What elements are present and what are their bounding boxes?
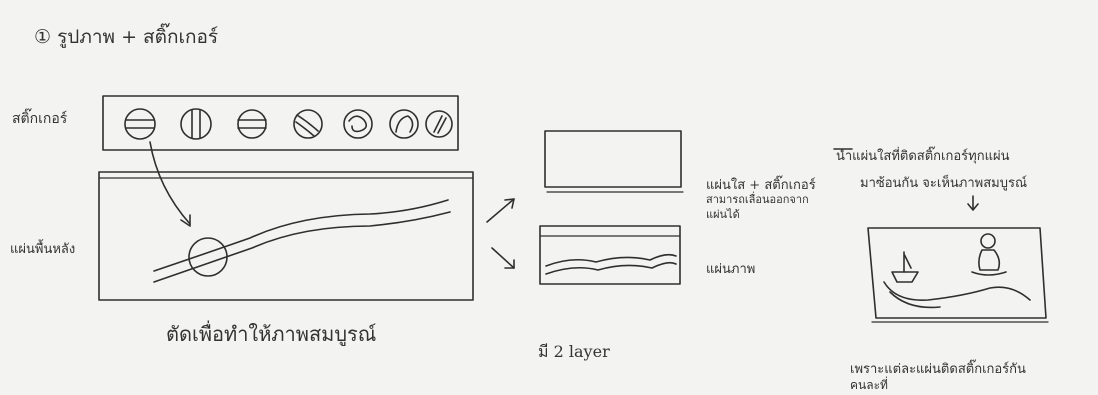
picture-sheet-label: แผ่นภาพ [706, 258, 755, 279]
figure-base [972, 272, 1006, 275]
clear-sheet-note-2: แผ่นได้ [706, 205, 740, 223]
sticker-6 [390, 110, 418, 138]
page-title: ① รูปภาพ + สติ๊กเกอร์ [34, 22, 218, 52]
figure-body [979, 250, 999, 270]
sticker-2 [181, 109, 211, 139]
boat-mast [904, 252, 911, 272]
sticker-row-label: สติ๊กเกอร์ [12, 108, 67, 130]
stack-note-1: นำแผ่นใสที่ติดสติ๊กเกอร์ทุกแผ่น [836, 145, 1009, 166]
boat-hull [892, 272, 918, 282]
sticker-5 [344, 110, 372, 138]
sticker-7 [426, 111, 452, 137]
sticker-strip-box [103, 96, 458, 150]
finished-shore-line [884, 282, 1030, 300]
down-arrow [968, 196, 978, 210]
picture-sheet-box [540, 226, 680, 284]
picture-river-1 [546, 255, 676, 266]
finished-picture-box [868, 228, 1046, 318]
stack-note-2: มาซ้อนกัน จะเห็นภาพสมบูรณ์ [860, 172, 1027, 193]
sticker-4 [294, 110, 322, 138]
sticker-3 [238, 110, 266, 138]
sticker-1 [125, 109, 155, 139]
picture-river-2 [546, 263, 676, 274]
river-line-1 [154, 200, 448, 271]
arrow-to-clear-sheet [487, 199, 514, 222]
cut-caption: ตัดเพื่อทำให้ภาพสมบูรณ์ [166, 318, 376, 350]
background-paper-label: แผ่นพื้นหลัง [10, 238, 75, 259]
bottom-note-2: คนละที่ [850, 376, 888, 395]
river-line-2 [154, 212, 450, 282]
layers-caption: มี 2 layer [538, 340, 610, 365]
sticker-arrowhead [181, 215, 190, 226]
sticker-to-paper-arrow [150, 142, 190, 224]
arrow-to-picture-sheet [492, 248, 514, 268]
figure-head [981, 234, 995, 248]
clear-sheet-box [545, 131, 681, 187]
